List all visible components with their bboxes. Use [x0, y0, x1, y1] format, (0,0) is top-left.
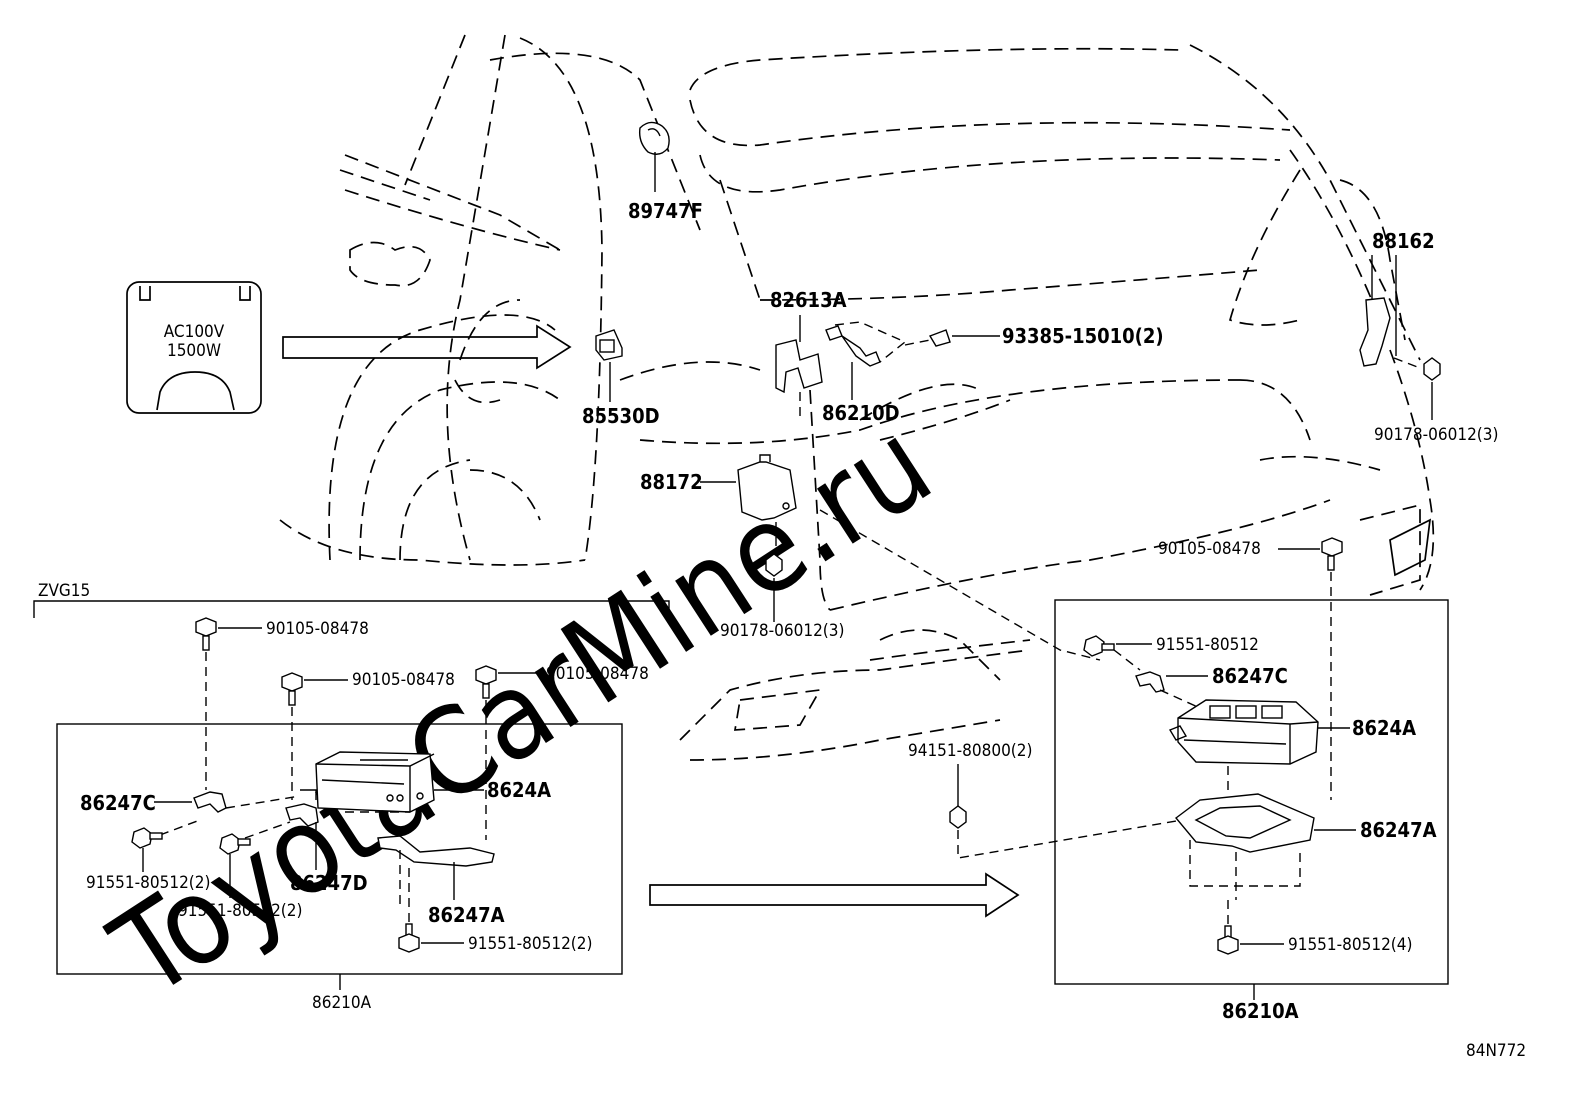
part-88172: 88172 [640, 470, 703, 494]
part-8624A-right: 8624A [1352, 716, 1416, 740]
bracket-86247A-right-icon [1174, 793, 1315, 900]
part-91551-80512-left-c: 91551-80512(2) [468, 934, 592, 954]
part-86210A-left: 86210A [312, 993, 372, 1013]
bracket-86247D-icon [285, 803, 319, 870]
part-90105-08478-left-a: 90105-08478 [266, 619, 369, 639]
bracket-86247C-right-icon [1135, 671, 1208, 709]
bolt-90105-a-icon [195, 617, 262, 790]
bracket-86247A-left-icon [377, 835, 495, 906]
bolt-91551-right-icon [1217, 900, 1284, 955]
bolt-91551-c-icon [398, 868, 464, 953]
part-88162: 88162 [1372, 229, 1435, 253]
assembly-arrow [649, 872, 1020, 918]
bracket-88162-icon [1359, 297, 1421, 369]
part-91551-80512-right-b: 91551-80512(4) [1288, 935, 1412, 955]
outlet-arrow [282, 324, 572, 370]
bracket-86247C-left-icon [193, 791, 227, 813]
diagram-id: 84N772 [1466, 1041, 1526, 1061]
part-86247C-left: 86247C [80, 791, 156, 815]
bolt-90105-b-icon [281, 672, 348, 800]
nut-90178-icon [765, 553, 783, 622]
part-86247A-right: 86247A [1360, 818, 1437, 842]
variant-label-ZVG15: ZVG15 [38, 581, 90, 601]
part-93385-15010: 93385-15010(2) [1002, 324, 1164, 348]
screw-91551-b-icon [219, 833, 251, 898]
module-88172-icon [737, 454, 797, 552]
nut-94151-icon [949, 805, 1183, 859]
part-86247C-right: 86247C [1212, 664, 1288, 688]
clip-89747F-icon [638, 121, 670, 192]
part-91551-80512-left-b: 91551-80512(2) [178, 901, 302, 921]
part-91551-80512-left-a: 91551-80512(2) [86, 873, 210, 893]
part-90105-08478-left-b: 90105-08478 [352, 670, 455, 690]
variant-bracket [33, 600, 670, 618]
part-85530D: 85530D [582, 404, 660, 428]
part-86247A-left: 86247A [428, 903, 505, 927]
part-8624A-left: 8624A [487, 778, 551, 802]
outlet-socket-85530D-icon [595, 329, 623, 402]
cable-86210D-icon [825, 321, 907, 400]
screw-91551-a-icon [131, 827, 163, 872]
part-90178-06012-center: 90178-06012(3) [720, 621, 844, 641]
inverter-8624A-left-icon [300, 751, 435, 813]
part-90105-08478-right: 90105-08478 [1158, 539, 1261, 559]
part-90178-06012-right: 90178-06012(3) [1374, 425, 1498, 445]
vehicle-body-outline [279, 34, 1435, 761]
part-91551-80512-right-a: 91551-80512 [1156, 635, 1259, 655]
right-assembly-box [1054, 599, 1449, 985]
outlet-label-plate: AC100V 1500W [126, 281, 262, 414]
part-86210D: 86210D [822, 401, 900, 425]
part-89747F: 89747F [628, 199, 703, 223]
bolt-90105-c-icon [475, 665, 542, 840]
part-82613A: 82613A [770, 288, 847, 312]
outlet-power-label: 1500W [167, 341, 221, 361]
nut-90178-right-icon [1423, 357, 1441, 420]
part-94151-80800: 94151-80800(2) [908, 741, 1032, 761]
bracket-82613A-icon [775, 339, 823, 420]
outlet-voltage-label: AC100V [164, 322, 225, 342]
part-86247D: 86247D [290, 871, 368, 895]
part-86210A-right: 86210A [1222, 999, 1299, 1023]
inverter-8624A-right-icon [1168, 699, 1319, 790]
screw-91551-right-icon [1083, 635, 1152, 671]
part-90105-08478-left-c: 90105-08478 [546, 664, 649, 684]
clip-93385-icon [904, 329, 1000, 347]
bolt-90105-right-icon [1321, 537, 1343, 800]
